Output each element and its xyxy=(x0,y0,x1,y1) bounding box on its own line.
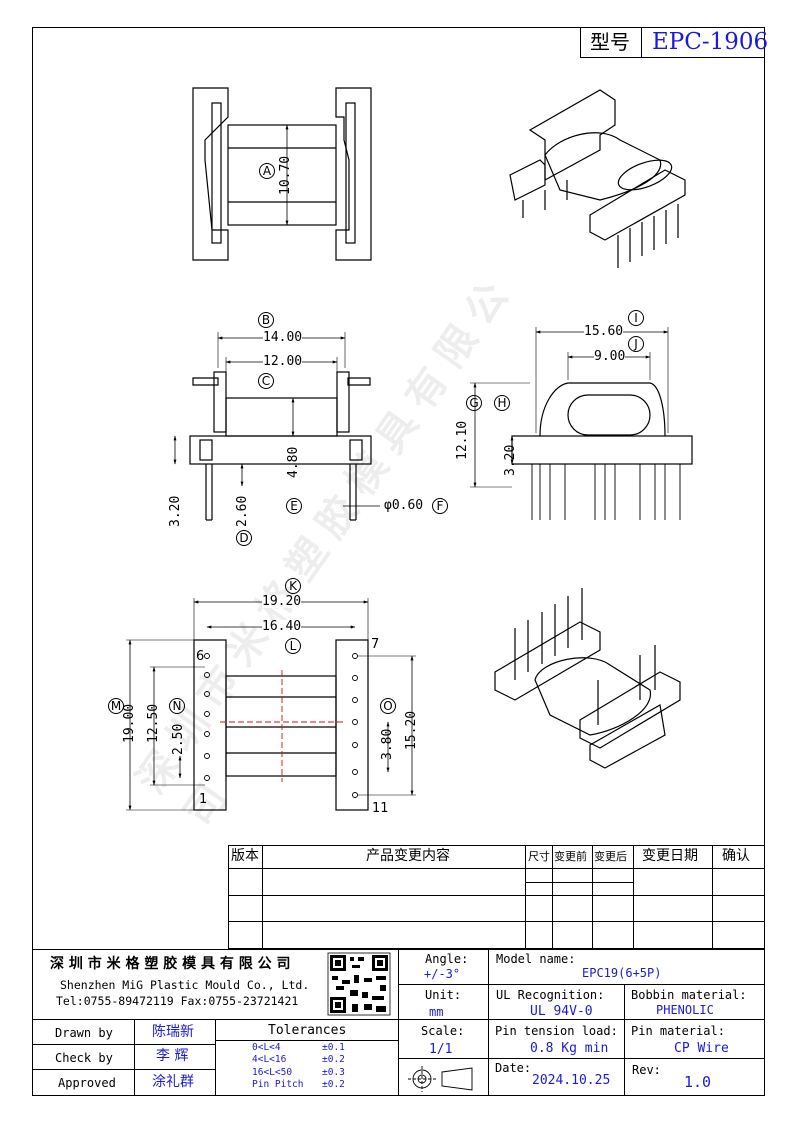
rev-header-size: 尺寸 xyxy=(528,850,550,863)
model-name-label: Model name: xyxy=(496,952,576,966)
label-c: C xyxy=(258,373,274,389)
tension-value: 0.8 Kg min xyxy=(530,1041,609,1056)
pin-11-label: 11 xyxy=(372,801,389,816)
label-l: L xyxy=(285,638,301,654)
check-label: Check by xyxy=(55,1051,113,1065)
angle-value: +/-3° xyxy=(424,967,461,981)
label-n: N xyxy=(169,698,185,714)
label-d: D xyxy=(236,530,252,546)
company-name-cn: 深 圳 市 米 格 塑 胶 模 具 有 限 公 司 xyxy=(50,956,291,972)
approved-label: Approved xyxy=(58,1076,116,1090)
dim-j: 9.00 xyxy=(594,349,626,364)
rev-header-version: 版本 xyxy=(231,848,259,864)
dim-e: 4.80 xyxy=(286,446,301,478)
dim-d1: 3.20 xyxy=(168,495,183,527)
tol-range-3: 16<L<50 xyxy=(252,1067,293,1078)
tol-range-4: Pin Pitch xyxy=(252,1079,304,1090)
bobbin-value: PHENOLIC xyxy=(656,1003,714,1017)
rev-header-content: 产品变更内容 xyxy=(366,848,450,864)
label-a: A xyxy=(259,163,275,179)
tension-label: Pin tension load: xyxy=(495,1024,618,1038)
drawn-label: Drawn by xyxy=(55,1026,113,1040)
bobbin-label: Bobbin material: xyxy=(631,988,747,1002)
unit-label: Unit: xyxy=(425,988,462,1002)
dim-n1: 12.50 xyxy=(146,703,161,743)
projection-symbol-icon xyxy=(408,1066,473,1092)
dim-n2: 2.50 xyxy=(171,723,186,755)
tol-value-2: ±0.2 xyxy=(322,1054,345,1065)
pin-material-label: Pin material: xyxy=(631,1024,725,1038)
tol-value-1: ±0.1 xyxy=(322,1042,345,1053)
label-g: G xyxy=(466,395,482,411)
dim-o1: 3.80 xyxy=(380,728,395,760)
rev-header-after: 变更后 xyxy=(594,850,627,863)
dim-h: 3.20 xyxy=(503,444,518,476)
dim-d2: 2.60 xyxy=(235,495,250,527)
scale-value: 1/1 xyxy=(429,1042,453,1057)
tolerances-title: Tolerances xyxy=(268,1023,347,1038)
iso-view-bottom xyxy=(494,588,681,769)
model-box xyxy=(580,27,765,58)
qr-code-icon xyxy=(327,952,391,1016)
dim-b: 14.00 xyxy=(263,330,303,345)
tol-value-4: ±0.2 xyxy=(322,1079,345,1090)
dim-m: 19.00 xyxy=(122,703,137,743)
tol-range-2: 4<L<16 xyxy=(252,1054,287,1065)
rev-value: 1.0 xyxy=(684,1073,712,1091)
dim-k: 19.20 xyxy=(262,594,302,609)
label-h: H xyxy=(494,395,510,411)
company-name-en: Shenzhen MiG Plastic Mould Co., Ltd. xyxy=(60,978,310,992)
scale-label: Scale: xyxy=(421,1024,465,1038)
date-label: Date: xyxy=(495,1061,532,1075)
model-number: EPC-1906 xyxy=(652,29,769,55)
side-view xyxy=(470,327,693,520)
dim-i: 15.60 xyxy=(584,324,624,339)
date-value: 2024.10.25 xyxy=(532,1073,611,1088)
model-label: 型号 xyxy=(590,30,630,54)
drawn-value: 陈瑞新 xyxy=(152,1024,194,1040)
dim-a: 10.70 xyxy=(278,155,293,195)
front-view xyxy=(173,332,380,521)
dim-l: 16.40 xyxy=(262,619,302,634)
ul-label: UL Recognition: xyxy=(496,988,605,1002)
top-view xyxy=(192,87,372,261)
model-name-value: EPC19(6+5P) xyxy=(582,966,662,980)
bottom-view xyxy=(126,598,416,811)
approved-value: 涂礼群 xyxy=(152,1074,194,1090)
tol-value-3: ±0.3 xyxy=(322,1067,345,1078)
rev-label: Rev: xyxy=(632,1063,661,1077)
dim-g: 12.10 xyxy=(455,420,470,460)
ul-value: UL 94V-0 xyxy=(530,1004,593,1019)
company-contact: Tel:0755-89472119 Fax:0755-23721421 xyxy=(56,994,299,1008)
tol-range-1: 0<L<4 xyxy=(252,1042,281,1053)
angle-label: Angle: xyxy=(425,952,469,966)
dim-f: φ0.60 xyxy=(384,498,424,513)
label-k: K xyxy=(285,578,301,594)
dim-o2: 15.20 xyxy=(404,710,419,750)
label-j: J xyxy=(628,336,644,352)
pin-material-value: CP Wire xyxy=(674,1041,729,1056)
label-e: E xyxy=(286,498,302,514)
unit-value: mm xyxy=(429,1005,444,1019)
label-i: I xyxy=(628,310,644,326)
pin-6-label: 6 xyxy=(196,649,205,664)
iso-view-top xyxy=(509,89,686,268)
label-o: O xyxy=(380,698,396,714)
pin-1-label: 1 xyxy=(199,792,208,807)
rev-header-date: 变更日期 xyxy=(642,848,698,864)
label-m: M xyxy=(108,698,124,714)
dim-c: 12.00 xyxy=(263,354,303,369)
pin-7-label: 7 xyxy=(371,637,380,652)
label-b: B xyxy=(258,312,274,328)
revision-table xyxy=(228,845,765,949)
rev-header-confirm: 确认 xyxy=(722,848,750,864)
check-value: 李 辉 xyxy=(156,1048,189,1064)
label-f: F xyxy=(432,498,448,514)
rev-header-before: 变更前 xyxy=(554,850,587,863)
